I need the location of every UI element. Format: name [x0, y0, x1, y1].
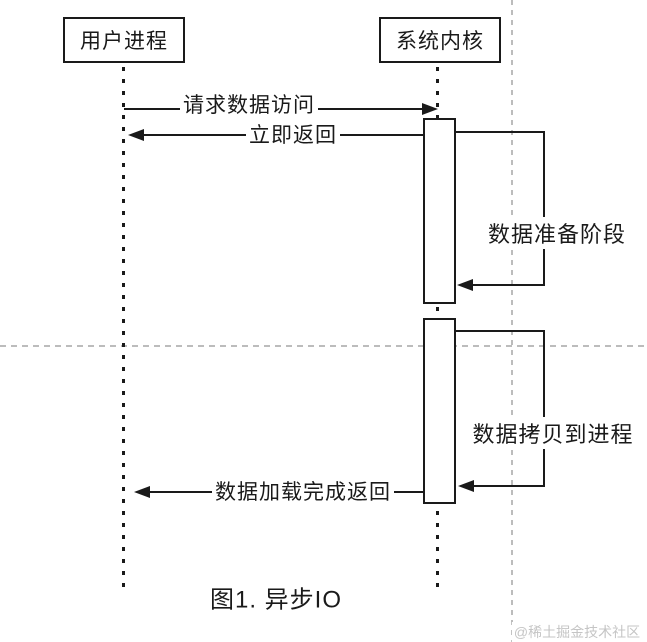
actor-box-user-process: 用户进程	[63, 17, 185, 63]
phase2-bracket-right-line	[543, 330, 545, 487]
phase2-bracket-top-line	[456, 330, 545, 332]
arrowhead-left-icon	[128, 129, 144, 141]
phase-label-data-copy: 数据拷贝到进程	[469, 417, 637, 449]
diagram-caption: 图1. 异步IO	[209, 586, 343, 614]
arrowhead-left-icon	[458, 480, 474, 492]
phase1-bracket-bottom-line	[471, 284, 545, 286]
phase1-bracket-right-line	[543, 131, 545, 286]
phase-label-data-prepare: 数据准备阶段	[484, 217, 630, 249]
message-label-data-load-complete: 数据加载完成返回	[212, 476, 394, 506]
user-process-lifeline	[122, 67, 125, 595]
arrowhead-left-icon	[134, 486, 150, 498]
actor-label-system-kernel: 系统内核	[396, 30, 484, 53]
horizontal-guide-line	[0, 345, 647, 347]
arrowhead-right-icon	[422, 103, 438, 115]
phase1-bracket-top-line	[456, 131, 545, 133]
kernel-activation-data-prepare	[423, 118, 456, 304]
actor-label-user-process: 用户进程	[80, 30, 168, 53]
watermark: @稀土掘金技术社区	[511, 622, 643, 642]
message-label-request-data-access: 请求数据访问	[180, 89, 318, 119]
phase2-bracket-bottom-line	[472, 485, 545, 487]
kernel-activation-data-copy	[423, 318, 456, 504]
actor-box-system-kernel: 系统内核	[379, 17, 501, 63]
vertical-guide-line	[511, 0, 513, 642]
message-label-immediate-return: 立即返回	[246, 119, 340, 149]
arrowhead-left-icon	[457, 279, 473, 291]
